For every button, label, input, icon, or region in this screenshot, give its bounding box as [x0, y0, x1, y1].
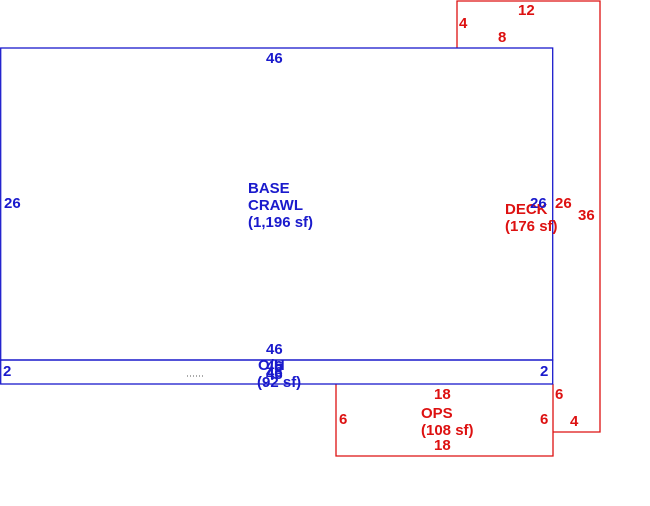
deck-dim-top: 12	[518, 2, 535, 19]
ops-dim-bottom: 18	[434, 437, 451, 454]
deck-name: DECK	[505, 201, 548, 218]
base-dim-bottom: 46	[266, 341, 283, 358]
base-name-line1: BASE	[248, 180, 290, 197]
oh-dim-bottom-b: 46	[266, 366, 283, 383]
deck-dim-bottom: 4	[570, 413, 579, 430]
base-dim-top: 46	[266, 50, 283, 67]
deck-dim-right: 36	[578, 207, 595, 224]
base-name-line2: CRAWL	[248, 197, 303, 214]
oh-dim-bottom-a: 46	[266, 364, 283, 381]
ops-dim-right: 6	[540, 411, 548, 428]
oh-area: (92 sf)	[257, 374, 301, 391]
ops-dim-top: 18	[434, 386, 451, 403]
ops-name: OPS	[421, 405, 453, 422]
deck-outline	[456, 0, 601, 433]
oh-dim-right: 2	[540, 363, 548, 380]
oh-outline	[0, 359, 554, 385]
deck-dim-lower-side: 6	[555, 386, 563, 403]
deck-dim-inner-top: 8	[498, 29, 506, 46]
ops-outline	[335, 384, 554, 457]
oh-dim-left: 2	[3, 363, 11, 380]
oh-dim-top: 46	[266, 358, 283, 375]
oh-name: O/H	[258, 357, 285, 374]
deck-dim-inner-side: 26	[555, 195, 572, 212]
deck-dim-left-top: 4	[459, 15, 468, 32]
base-dim-left: 26	[4, 195, 21, 212]
ops-area: (108 sf)	[421, 422, 474, 439]
deck-area: (176 sf)	[505, 218, 558, 235]
base-area: (1,196 sf)	[248, 214, 313, 231]
base-dim-right: 26	[530, 195, 547, 212]
ops-dim-left: 6	[339, 411, 347, 428]
